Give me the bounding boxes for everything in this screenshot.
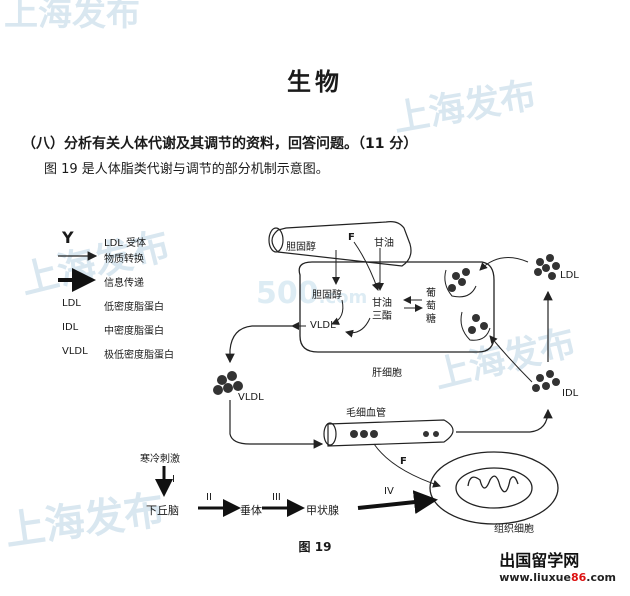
capillary-particle-5 — [433, 431, 439, 437]
label-capillary: 毛细血管 — [346, 408, 386, 419]
capillary-particle-4 — [423, 431, 429, 437]
label-glucose-2: 萄 — [426, 301, 436, 312]
label-glycerol-top: 甘油 — [374, 238, 394, 249]
arrow-liver-to-vldl-left — [225, 325, 292, 364]
arrow-vldl-to-capillary — [229, 400, 324, 449]
legend-idl-text: 中密度脂蛋白 — [104, 326, 164, 337]
mitochondrion-cristae — [467, 475, 519, 493]
label-idl-right: IDL — [562, 388, 579, 399]
label-liver-cell: 肝细胞 — [372, 368, 402, 379]
liver-receptor-lower — [460, 311, 491, 341]
mitochondrion-outer — [455, 467, 533, 509]
label-f-top: F — [348, 232, 355, 243]
question-heading: （八）分析有关人体代谢及其调节的资料，回答问题。（11 分） — [22, 136, 418, 152]
legend-receptor-label: LDL 受体 — [104, 238, 147, 249]
idl-particle-right — [532, 370, 560, 392]
legend-vldl-text: 极低密度脂蛋白 — [104, 350, 174, 361]
vldl-particle-left — [213, 371, 243, 395]
question-intro: 图 19 是人体脂类代谢与调节的部分机制示意图。 — [44, 162, 329, 177]
figure-caption: 图 19 — [298, 540, 332, 554]
arrow-cholesterol-to-vldl — [331, 299, 344, 325]
site-name: 出国留学网 — [499, 551, 580, 570]
legend-signal-label: 信息传递 — [104, 278, 144, 289]
label-thyroid: 甲状腺 — [306, 504, 339, 517]
label-f-bottom: F — [400, 456, 407, 467]
capillary-particle-3 — [370, 430, 378, 438]
label-hypothalamus: 下丘脑 — [146, 504, 179, 517]
arrow-f-to-tissue — [373, 443, 441, 488]
label-step-4: IV — [384, 486, 394, 497]
label-pituitary: 垂体 — [240, 504, 262, 517]
label-glucose-3: 糖 — [426, 314, 436, 325]
capillary-particle-1 — [350, 430, 358, 438]
legend-ldl-abbr: LDL — [62, 298, 81, 309]
arrow-capillary-to-idl — [456, 408, 553, 433]
label-glycerol-liver: 甘油 — [372, 298, 392, 309]
ldl-particle-right — [534, 254, 560, 280]
legend-receptor-symbol: Y — [62, 228, 74, 247]
site-url-number: 86 — [570, 571, 587, 584]
label-step-2: II — [206, 492, 212, 503]
capillary-tube — [327, 419, 454, 447]
legend-material-label: 物质转换 — [104, 254, 144, 265]
label-step-1: I — [172, 474, 175, 485]
intestine-tube-opening — [268, 227, 284, 253]
label-vldl-left: VLDL — [238, 392, 264, 403]
page-title: 生物 — [287, 68, 343, 96]
arrow-f-down — [353, 241, 380, 291]
intestine-tube — [271, 221, 412, 267]
label-ldl-right: LDL — [560, 270, 579, 281]
legend-idl-abbr: IDL — [62, 322, 79, 333]
label-cold-stimulus: 寒冷刺激 — [140, 454, 180, 465]
site-url-suffix: .com — [586, 571, 616, 584]
liver-receptor-upper — [444, 268, 477, 298]
label-glucose-1: 葡 — [426, 288, 436, 299]
label-triglyceride: 三酯 — [372, 311, 392, 322]
legend-vldl-abbr: VLDL — [62, 346, 88, 357]
arrow-tg-to-vldl — [345, 317, 371, 338]
site-url-prefix: www.liuxue — [499, 571, 571, 584]
site-brand[interactable]: 出国留学网 www.liuxue86.com — [499, 547, 616, 584]
label-step-3: III — [272, 492, 281, 503]
label-cholesterol-liver: 胆固醇 — [312, 290, 342, 301]
arrow-thyroid-tissue — [357, 490, 438, 515]
capillary-opening — [323, 422, 337, 446]
arrow-idl-to-liver — [489, 335, 533, 383]
tissue-cell-outline — [429, 451, 559, 525]
site-url[interactable]: www.liuxue86.com — [499, 571, 616, 584]
label-vldl-liver: VLDL — [310, 320, 336, 331]
label-cholesterol-top: 胆固醇 — [286, 242, 316, 253]
label-tissue-cell: 组织细胞 — [494, 524, 534, 535]
arrow-ldl-to-liver — [479, 257, 529, 271]
capillary-particle-2 — [360, 430, 368, 438]
legend-ldl-text: 低密度脂蛋白 — [104, 302, 164, 313]
